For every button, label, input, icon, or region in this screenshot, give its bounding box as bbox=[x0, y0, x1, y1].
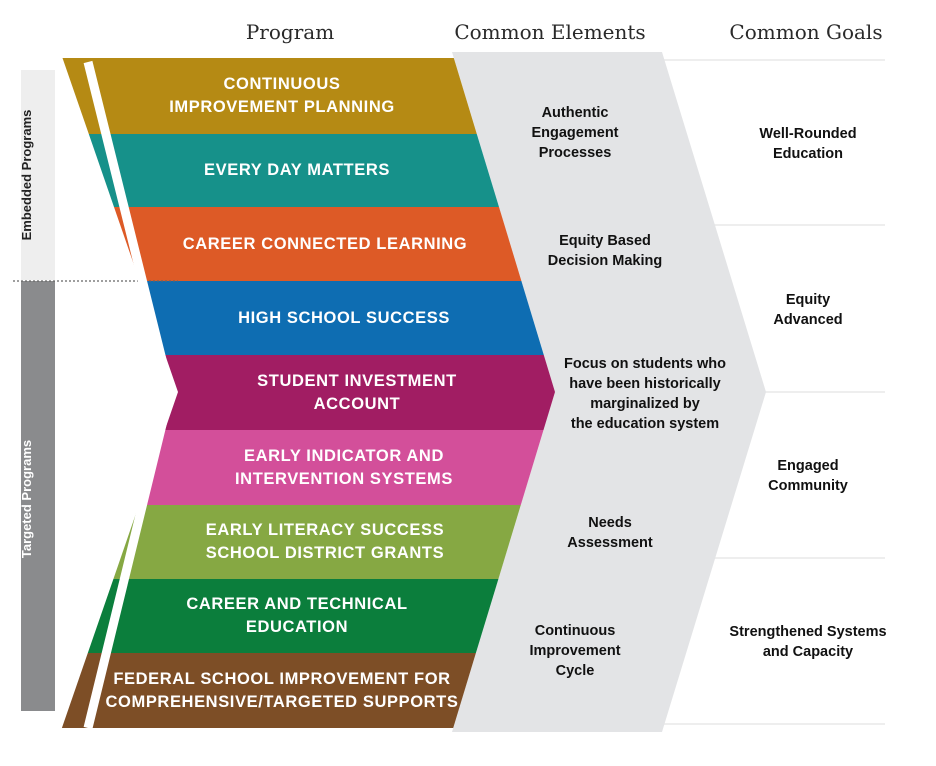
common-element-line: Authentic bbox=[541, 105, 609, 121]
common-element-line: Equity Based bbox=[559, 233, 651, 249]
common-goal-line: Engaged bbox=[777, 458, 839, 474]
program-label-6: EARLY INDICATOR AND INTERVENTION SYSTEMS bbox=[154, 430, 534, 505]
program-label-line: IMPROVEMENT PLANNING bbox=[169, 98, 395, 116]
common-element-line: Cycle bbox=[555, 663, 595, 679]
program-label-line: FEDERAL SCHOOL IMPROVEMENT FOR bbox=[113, 669, 451, 688]
common-goal-line: Education bbox=[772, 146, 844, 162]
program-label-4: HIGH SCHOOL SUCCESS bbox=[154, 281, 534, 355]
common-goal-line: Strengthened Systems bbox=[729, 624, 887, 640]
common-element-line: Needs bbox=[588, 515, 632, 531]
program-label-line: EDUCATION bbox=[245, 618, 349, 636]
program-label-line: CAREER CONNECTED LEARNING bbox=[182, 234, 468, 253]
program-band-4 bbox=[139, 281, 544, 355]
program-label-line: CONTINUOUS bbox=[223, 75, 341, 93]
program-label-line: EARLY LITERACY SUCCESS bbox=[205, 521, 445, 539]
common-goal-line: Advanced bbox=[773, 312, 843, 328]
program-label-line: EARLY INDICATOR AND bbox=[244, 446, 444, 465]
program-band-1 bbox=[62, 58, 477, 134]
common-element-line: the education system bbox=[570, 416, 720, 432]
common-goal-line: Equity bbox=[785, 292, 831, 308]
program-label-line: INTERVENTION SYSTEMS bbox=[235, 469, 453, 488]
embedded-programs-bar bbox=[21, 70, 55, 280]
program-band-3 bbox=[114, 207, 522, 281]
program-band-7 bbox=[113, 505, 521, 579]
program-band-6 bbox=[138, 430, 544, 505]
program-label-1: CONTINUOUS IMPROVEMENT PLANNING bbox=[92, 58, 472, 134]
common-goal-line: and Capacity bbox=[762, 644, 854, 660]
program-header: Program bbox=[245, 20, 335, 44]
program-band-2 bbox=[88, 134, 500, 207]
common-goals-header: Common Goals bbox=[729, 20, 883, 44]
chevron-divider-line bbox=[83, 60, 175, 730]
program-label-line: EVERY DAY MATTERS bbox=[204, 161, 390, 179]
targeted-programs-bar bbox=[21, 281, 55, 711]
common-element-3: Focus on students who have been historica… bbox=[545, 344, 745, 444]
program-label-8: CAREER AND TECHNICAL EDUCATION bbox=[107, 579, 487, 653]
common-goal-line: Well-Rounded bbox=[759, 126, 857, 142]
common-elements-header: Common Elements bbox=[454, 20, 646, 44]
targeted-programs-label: Targeted Programs bbox=[19, 439, 34, 559]
program-label-line: STUDENT INVESTMENT bbox=[257, 371, 457, 390]
program-label-line: HIGH SCHOOL SUCCESS bbox=[238, 308, 450, 327]
program-band-5 bbox=[164, 355, 555, 430]
program-label-line: COMPREHENSIVE/TARGETED SUPPORTS bbox=[105, 692, 459, 711]
program-label-line: CAREER AND TECHNICAL bbox=[186, 595, 408, 613]
program-band-8 bbox=[87, 579, 499, 653]
common-element-line: Processes bbox=[538, 145, 612, 161]
common-goal-4: Strengthened Systems and Capacity bbox=[706, 616, 910, 668]
common-element-line: Assessment bbox=[567, 535, 653, 551]
common-elements-band bbox=[452, 52, 766, 732]
program-label-7: EARLY LITERACY SUCCESS SCHOOL DISTRICT GR… bbox=[135, 505, 515, 579]
common-element-line: Improvement bbox=[529, 643, 621, 659]
program-label-5: STUDENT INVESTMENT ACCOUNT bbox=[167, 355, 547, 430]
program-label-3: CAREER CONNECTED LEARNING bbox=[135, 207, 515, 281]
common-element-line: Continuous bbox=[534, 623, 616, 639]
program-label-9: FEDERAL SCHOOL IMPROVEMENT FOR COMPREHENS… bbox=[92, 653, 472, 728]
common-element-line: Decision Making bbox=[547, 253, 663, 269]
program-band-9 bbox=[61, 653, 476, 728]
common-element-line: Focus on students who bbox=[564, 356, 726, 372]
common-goal-line: Community bbox=[768, 478, 848, 494]
common-element-line: have been historically bbox=[569, 376, 721, 392]
program-label-2: EVERY DAY MATTERS bbox=[107, 134, 487, 207]
program-label-line: SCHOOL DISTRICT GRANTS bbox=[205, 544, 445, 562]
common-element-line: Engagement bbox=[531, 125, 619, 141]
common-element-line: marginalized by bbox=[590, 396, 700, 412]
program-label-line: ACCOUNT bbox=[313, 394, 401, 413]
embedded-programs-label: Embedded Programs bbox=[19, 109, 34, 241]
